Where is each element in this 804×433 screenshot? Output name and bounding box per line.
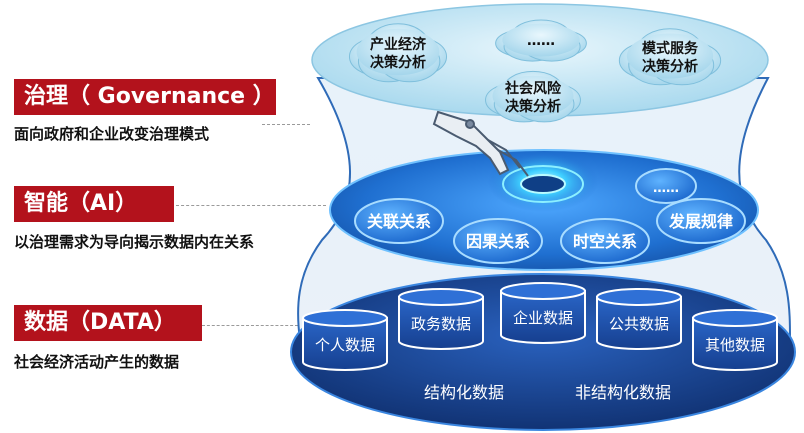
data-cylinder-3-label: 企业数据	[513, 309, 573, 327]
cloud-3-line1: 模式服务	[642, 40, 699, 57]
governance-connector	[262, 124, 310, 125]
cloud-4-line2: 决策分析	[505, 98, 561, 115]
data-caption-1: 结构化数据	[424, 383, 504, 402]
cloud-3-line2: 决策分析	[642, 58, 698, 75]
data-cylinder-1: 个人数据	[302, 309, 388, 371]
ai-bubble-4-label: 发展规律	[668, 212, 733, 231]
robot-hand-icon	[432, 110, 529, 177]
cloud-2: ……	[495, 19, 587, 62]
data-cylinder-5-label: 其他数据	[705, 336, 765, 354]
ai-bubble-3: 时空关系	[560, 218, 650, 264]
ai-bubble-2: 因果关系	[453, 218, 543, 264]
ai-ring-outer	[502, 165, 584, 203]
data-cylinder-4-label: 公共数据	[609, 315, 669, 333]
governance-desc: 面向政府和企业改变治理模式	[14, 125, 210, 143]
data-desc: 社会经济活动产生的数据	[14, 353, 180, 371]
ai-ring-inner	[520, 174, 566, 194]
governance-title: 治理（ Governance ）	[14, 79, 276, 115]
ai-bubble-2-label: 因果关系	[466, 232, 530, 251]
ai-bubble-1: 关联关系	[354, 198, 444, 244]
ai-bubble-5-label: ……	[653, 181, 679, 196]
cloud-1-line1: 产业经济	[370, 36, 427, 53]
data-cylinder-5: 其他数据	[692, 309, 778, 371]
cloud-4-line1: 社会风险	[504, 80, 562, 97]
cloud-2-line1: ……	[527, 33, 555, 49]
data-cylinder-3: 企业数据	[500, 282, 586, 344]
data-cylinder-2-label: 政务数据	[411, 315, 471, 333]
data-cylinder-2: 政务数据	[398, 288, 484, 350]
data-caption-2: 非结构化数据	[575, 383, 671, 402]
data-title: 数据（DATA）	[14, 305, 202, 341]
ai-connector	[176, 205, 326, 206]
ai-bubble-3-label: 时空关系	[573, 232, 637, 251]
ai-title: 智能（AI）	[14, 186, 174, 222]
cloud-1-line2: 决策分析	[370, 54, 426, 71]
ai-desc: 以治理需求为导向揭示数据内在关系	[14, 233, 255, 251]
data-cylinder-1-label: 个人数据	[315, 336, 375, 354]
ai-bubble-1-label: 关联关系	[367, 212, 431, 231]
ai-bubble-5: ……	[635, 168, 697, 204]
data-cylinder-4: 公共数据	[596, 288, 682, 350]
data-connector	[202, 325, 298, 326]
ai-bubble-4: 发展规律	[656, 198, 746, 244]
